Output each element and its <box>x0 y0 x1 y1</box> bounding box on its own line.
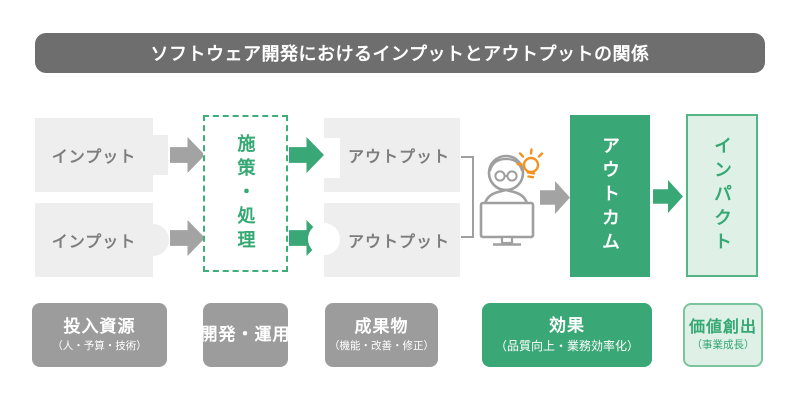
label-effect-subtitle: （品質向上・業務効率化） <box>494 339 639 354</box>
person-at-computer-icon <box>479 148 544 246</box>
input-top-label: インプット <box>51 149 137 166</box>
lightbulb-icon <box>516 148 544 179</box>
arrow-right-icon <box>170 137 205 173</box>
output-top-box: アウトプット <box>324 118 460 192</box>
output-bottom-label: アウトプット <box>347 234 450 251</box>
label-effect: 効果 （品質向上・業務効率化） <box>482 303 652 367</box>
label-value: 価値創出 （事業成長） <box>683 303 763 367</box>
bracket-connector <box>461 156 474 238</box>
input-bottom-box: インプット <box>35 203 153 277</box>
label-resources-title: 投入資源 <box>63 317 136 337</box>
process-box: 施策・処理 <box>203 115 288 272</box>
output-top-label: アウトプット <box>347 149 450 166</box>
label-value-title: 価値創出 <box>688 318 757 336</box>
arrow-right-icon <box>540 181 570 214</box>
input-bottom-label: インプット <box>51 234 137 251</box>
arrow-right-icon <box>170 220 205 256</box>
label-value-subtitle: （事業成長） <box>691 339 755 352</box>
label-resources-subtitle: （人・予算・技術） <box>52 340 147 353</box>
arrow-right-icon <box>289 137 324 173</box>
label-deliverables: 成果物 （機能・改善・修正） <box>325 303 438 367</box>
process-label: 施策・処理 <box>235 133 256 254</box>
puzzle-tab-square <box>153 135 168 175</box>
person-at-computer-icon <box>476 147 544 247</box>
label-dev-ops-title: 開発・運用 <box>200 324 291 344</box>
outcome-box: アウトカム <box>570 115 650 277</box>
label-dev-ops: 開発・運用 <box>200 303 291 367</box>
label-deliverables-subtitle: （機能・改善・修正） <box>329 340 434 353</box>
output-bottom-box: アウトプット <box>324 203 460 277</box>
impact-box: インパクト <box>686 114 758 277</box>
title-banner: ソフトウェア開発におけるインプットとアウトプットの関係 <box>35 33 765 73</box>
impact-label: インパクト <box>712 135 732 256</box>
puzzle-notch-square <box>324 138 340 178</box>
label-effect-title: 効果 <box>549 316 585 336</box>
outcome-label: アウトカム <box>600 136 620 256</box>
puzzle-notch-circle <box>308 223 340 255</box>
label-deliverables-title: 成果物 <box>354 317 409 337</box>
label-resources: 投入資源 （人・予算・技術） <box>32 303 167 367</box>
arrow-right-icon <box>653 180 683 213</box>
input-top-box: インプット <box>35 118 153 192</box>
page-title: ソフトウェア開発におけるインプットとアウトプットの関係 <box>150 44 650 64</box>
